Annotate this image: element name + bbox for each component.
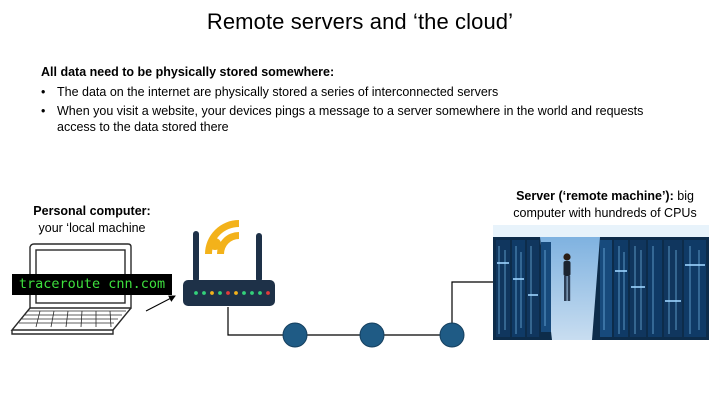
bullet-dot-icon: • — [41, 104, 46, 118]
personal-computer-subtitle: your ‘local machine — [38, 221, 146, 235]
network-node-icon — [359, 322, 385, 348]
server-room-image — [493, 225, 709, 340]
lead-heading: All data need to be physically stored so… — [41, 65, 335, 79]
bullet-text: When you visit a website, your devices p… — [57, 104, 644, 134]
bullet-item: • When you visit a website, your devices… — [41, 103, 681, 135]
personal-computer-title: Personal computer: — [33, 204, 151, 218]
network-node-icon — [282, 322, 308, 348]
bullet-dot-icon: • — [41, 85, 46, 99]
bullet-item: • The data on the internet are physicall… — [41, 84, 681, 100]
server-label: Server (‘remote machine’): big computer … — [490, 188, 720, 222]
personal-computer-label: Personal computer: your ‘local machine — [28, 203, 156, 237]
wifi-router-icon — [183, 220, 275, 306]
network-node-icon — [439, 322, 465, 348]
bullet-list: • The data on the internet are physicall… — [41, 84, 681, 138]
person-figure — [563, 253, 571, 301]
terminal-command: traceroute cnn.com — [12, 274, 172, 295]
bullet-text: The data on the internet are physically … — [57, 85, 499, 99]
slide-title: Remote servers and ‘the cloud’ — [206, 9, 514, 34]
server-description-start: big — [673, 189, 694, 203]
connection-arrow — [145, 295, 176, 312]
server-title: Server (‘remote machine’): — [516, 189, 674, 203]
server-description-end: computer with hundreds of CPUs — [513, 206, 697, 220]
